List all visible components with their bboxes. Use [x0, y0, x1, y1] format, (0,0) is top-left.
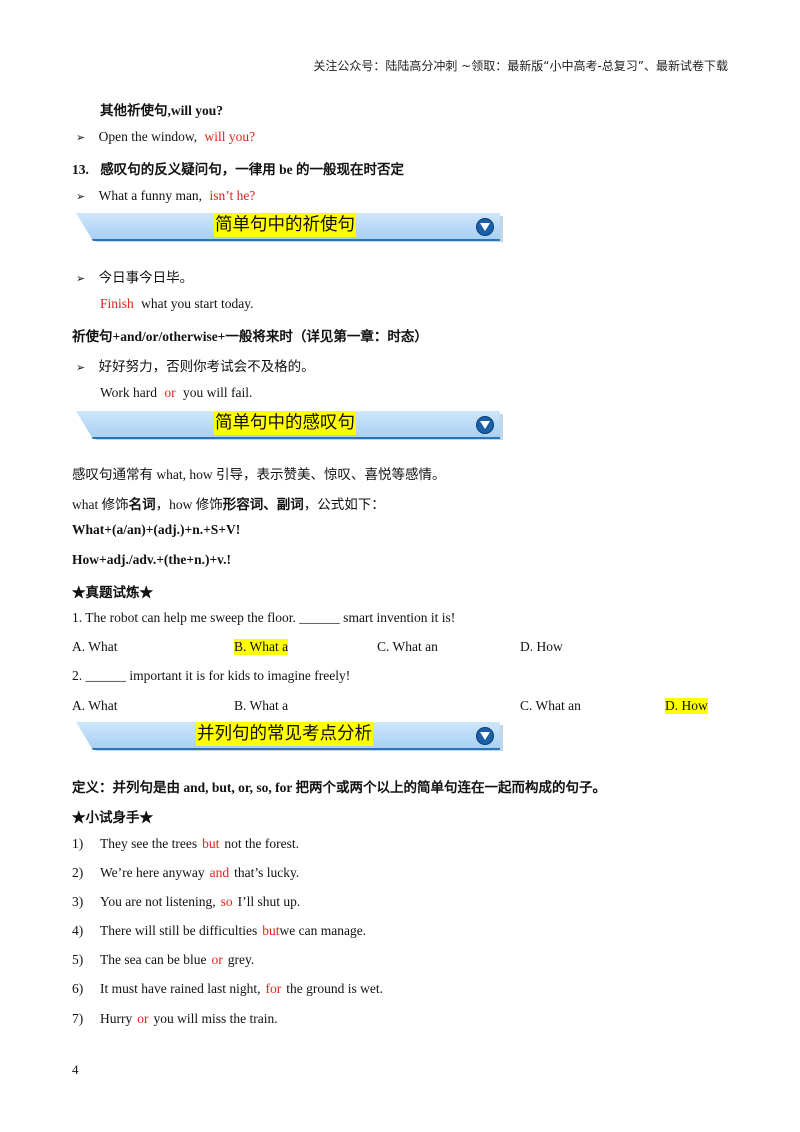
example-answer: isn’t he? — [209, 188, 256, 203]
item-number: 5) — [72, 952, 84, 967]
example-answer: Finish — [100, 296, 134, 311]
banner-title: 简单句中的祈使句 — [214, 213, 356, 237]
example-answer: or — [164, 385, 176, 400]
question-2-option-d: D. How — [665, 698, 708, 714]
item-answer: but — [262, 923, 280, 938]
item-number: 1) — [72, 836, 84, 851]
practice-title: ★真题试炼★ — [72, 585, 153, 600]
item-text: we can manage. — [279, 923, 367, 938]
example-rest: what you start today. — [141, 296, 254, 311]
item-text: There will still be difficulties — [100, 923, 258, 938]
chevron-down-icon[interactable] — [476, 416, 494, 434]
question-2-text: 2. ______ important it is for kids to im… — [72, 668, 351, 683]
bullet-arrow-icon: ➢ — [76, 272, 86, 285]
example-open-window: ➢ Open the window, will you? — [76, 129, 255, 145]
rule-13: 13. 感叹句的反义疑问句，一律用 be 的一般现在时否定 — [72, 158, 404, 178]
item-text: grey. — [227, 952, 255, 967]
example-chinese: 好好努力，否则你考试会不及格的。 — [98, 359, 315, 374]
exclamatory-modify: what 修饰名词，how 修饰形容词、副词，公式如下： — [72, 493, 385, 513]
item-answer: or — [211, 952, 223, 967]
example-pre: Work hard — [100, 385, 158, 400]
example-work-hard: ➢ 好好努力，否则你考试会不及格的。 — [76, 355, 315, 375]
modify-bold-noun: 名词 — [128, 497, 156, 512]
item-text: It must have rained last night, — [100, 981, 261, 996]
section-banner-compound: 并列句的常见考点分析 — [76, 722, 503, 751]
modify-text: what 修饰 — [72, 497, 129, 512]
item-text: that’s lucky. — [234, 865, 300, 880]
item-number: 4) — [72, 923, 84, 938]
example-text: What a funny man, — [98, 188, 203, 203]
bullet-arrow-icon: ➢ — [76, 131, 86, 144]
example-chinese: 今日事今日毕。 — [98, 270, 194, 285]
page-header: 关注公众号：陆陆高分冲刺 ~领取：最新版“小中高考-总复习”、最新试卷下载 — [313, 59, 728, 73]
item-text: not the forest. — [224, 836, 299, 851]
item-text: The sea can be blue — [100, 952, 207, 967]
question-1-option-a: A. What — [72, 639, 118, 654]
item-text: They see the trees — [100, 836, 198, 851]
item-number: 2) — [72, 865, 84, 880]
item-number: 6) — [72, 981, 84, 996]
item-text: Hurry — [100, 1011, 133, 1026]
item-text: We’re here anyway — [100, 865, 205, 880]
item-text: You are not listening, — [100, 894, 216, 909]
item-answer: but — [202, 836, 220, 851]
item-text: you will miss the train. — [153, 1011, 278, 1026]
page-number: 4 — [72, 1062, 79, 1077]
modify-bold-adj-adv: 形容词、副词 — [222, 497, 304, 512]
item-answer: and — [209, 865, 230, 880]
rule-text: 感叹句的反义疑问句，一律用 be 的一般现在时否定 — [100, 162, 404, 177]
question-1-option-c: C. What an — [377, 639, 438, 654]
example-text: Open the window, — [98, 129, 198, 144]
list-item: 1) They see the trees but not the forest. — [72, 836, 299, 852]
formula-what: What+(a/an)+(adj.)+n.+S+V! — [72, 522, 241, 537]
exclamatory-intro: 感叹句通常有 what, how 引导，表示赞美、惊叹、喜悦等感情。 — [72, 467, 446, 482]
question-2-option-b: B. What a — [234, 698, 289, 713]
example-work-hard-english: Work hard or you will fail. — [100, 385, 252, 401]
item-answer: for — [265, 981, 282, 996]
mini-practice-title: ★小试身手★ — [72, 810, 153, 825]
chevron-down-icon[interactable] — [476, 727, 494, 745]
formula-how: How+adj./adv.+(the+n.)+v.! — [72, 552, 232, 567]
compound-definition: 定义：并列句是由 and, but, or, so, for 把两个或两个以上的… — [72, 780, 607, 795]
bullet-arrow-icon: ➢ — [76, 361, 86, 374]
item-text: I’ll shut up. — [237, 894, 301, 909]
example-today-english: Finish what you start today. — [100, 296, 254, 312]
item-text: the ground is wet. — [286, 981, 383, 996]
chevron-down-icon[interactable] — [476, 218, 494, 236]
item-answer: or — [137, 1011, 149, 1026]
example-answer: will you? — [204, 129, 256, 144]
item-number: 7) — [72, 1011, 84, 1026]
list-item: 3) You are not listening, so I’ll shut up. — [72, 894, 300, 910]
question-2-option-a: A. What — [72, 698, 118, 713]
banner-title: 简单句中的感叹句 — [214, 411, 356, 435]
banner-title: 并列句的常见考点分析 — [196, 722, 373, 746]
rule-imperative-and-or: 祈使句+and/or/otherwise+一般将来时（详见第一章：时态） — [72, 329, 428, 344]
question-1-option-d: D. How — [520, 639, 563, 654]
modify-text: ，公式如下： — [303, 497, 385, 512]
example-funny-man: ➢ What a funny man, isn’t he? — [76, 188, 255, 204]
section-banner-exclamatory: 简单句中的感叹句 — [76, 411, 503, 440]
section-banner-imperative: 简单句中的祈使句 — [76, 213, 503, 242]
rule-number: 13. — [72, 162, 89, 177]
item-answer: so — [220, 894, 233, 909]
question-1-text: 1. The robot can help me sweep the floor… — [72, 610, 456, 625]
list-item: 4) There will still be difficulties butwe … — [72, 923, 366, 939]
list-item: 2) We’re here anyway and that’s lucky. — [72, 865, 299, 881]
section-heading-other-imperative: 其他祈使句,will you? — [100, 103, 224, 118]
example-rest: you will fail. — [183, 385, 253, 400]
list-item: 5) The sea can be blue or grey. — [72, 952, 254, 968]
list-item: 6) It must have rained last night, for the … — [72, 981, 383, 997]
item-number: 3) — [72, 894, 84, 909]
bullet-arrow-icon: ➢ — [76, 190, 86, 203]
example-today: ➢ 今日事今日毕。 — [76, 266, 193, 286]
question-1-option-b: B. What a — [234, 639, 289, 655]
question-2-option-c: C. What an — [520, 698, 581, 713]
modify-text: ，how 修饰 — [155, 497, 223, 512]
